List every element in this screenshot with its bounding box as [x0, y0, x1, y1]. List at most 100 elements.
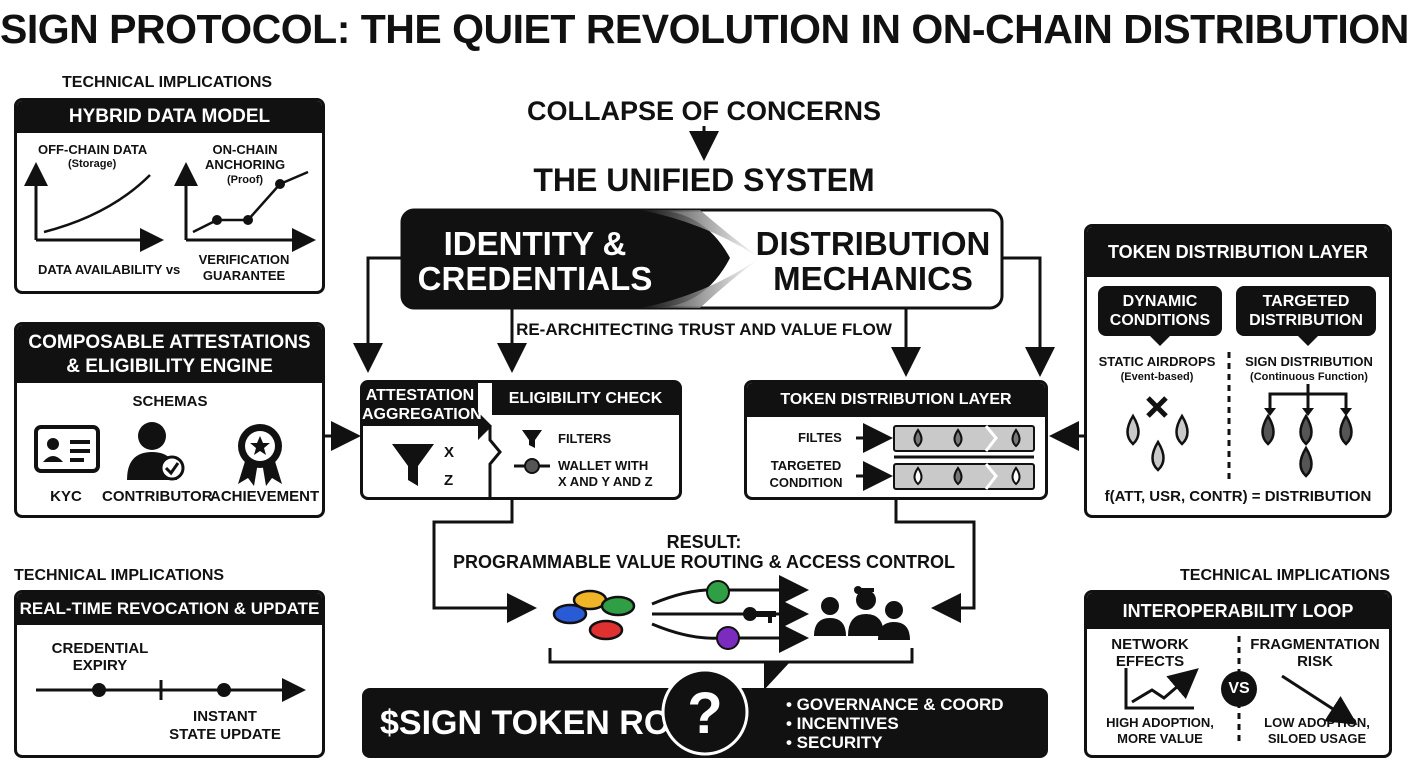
token-role-bullet-3: • SECURITY	[786, 733, 883, 752]
offchain-curve	[43, 174, 151, 234]
dynamic-conditions-label: DYNAMIC CONDITIONS	[1098, 292, 1222, 330]
targeted-label-1: TARGETED	[770, 458, 842, 473]
token-role-bullet-2: • INCENTIVES	[786, 714, 899, 733]
distribution-line-1: DISTRIBUTION	[755, 225, 991, 262]
panel-title: INTEROPERABILITY LOOP	[1087, 593, 1389, 629]
network-effects-label-2: EFFECTS	[1115, 653, 1185, 670]
identity-line-2: CREDENTIALS	[417, 260, 653, 297]
guarantee-label: GUARANTEE	[202, 268, 286, 283]
targeted-distribution-label: TARGETED DISTRIBUTION	[1236, 292, 1376, 330]
key-icon	[743, 607, 776, 623]
rearchitecting-label: RE-ARCHITECTING TRUST AND VALUE FLOW	[516, 320, 892, 339]
identity-distribution-merge	[400, 208, 1004, 310]
credential-expiry-label-2: EXPIRY	[72, 657, 128, 674]
sign-distribution-label: SIGN DISTRIBUTION	[1245, 354, 1373, 369]
static-airdrops-label: STATIC AIRDROPS	[1098, 354, 1216, 369]
distribution-formula: f(ATT, USR, CONTR) = DISTRIBUTION	[1104, 488, 1372, 505]
token-distribution-panel: TOKEN DISTRIBUTION LAYER	[1084, 224, 1392, 518]
result-sub-label: PROGRAMMABLE VALUE ROUTING & ACCESS CONT…	[453, 552, 955, 572]
question-icon: ?	[687, 681, 723, 746]
page-title: SIGN PROTOCOL: THE QUIET REVOLUTION IN O…	[0, 6, 1408, 52]
dynamic-conditions-tag	[1098, 286, 1222, 336]
identity-credentials-label: IDENTITY & CREDENTIALS	[412, 226, 658, 296]
wallet-dot-icon	[514, 458, 550, 474]
section-label-technical-implications-3: TECHNICAL IMPLICATIONS	[1180, 567, 1391, 584]
dynamic-line-2: CONDITIONS	[1109, 312, 1211, 329]
badge-icon	[238, 424, 282, 486]
onchain-sub: (Proof)	[226, 174, 264, 186]
data-availability-label: DATA AVAILABILITY vs	[38, 262, 181, 277]
credential-expiry-label: CREDENTIAL	[51, 640, 149, 657]
instant-update-label: INSTANT	[193, 708, 257, 725]
hybrid-data-model-panel: HYBRID DATA MODEL	[14, 98, 325, 294]
schema-item-contributor: CONTRIBUTOR	[102, 488, 213, 505]
verification-label: VERIFICATION	[198, 252, 290, 267]
schemas-label: SCHEMAS	[132, 393, 208, 410]
high-adoption-label-1: HIGH ADOPTION,	[1106, 715, 1214, 730]
composable-attestations-panel: COMPOSABLE ATTESTATIONS & ELIGIBILITY EN…	[14, 322, 325, 518]
section-label-technical-implications-2: TECHNICAL IMPLICATIONS	[14, 567, 225, 584]
vs-badge: VS	[1228, 680, 1250, 697]
attestation-line-2: AGGREGATION	[362, 406, 482, 423]
group-users-icon	[814, 586, 910, 640]
low-adoption-label-2: SILOED USAGE	[1267, 731, 1367, 746]
filters-label: FILTERS	[558, 431, 612, 446]
targeted-dist-line-2: DISTRIBUTION	[1249, 312, 1363, 329]
wallet-label-1: WALLET WITH	[558, 458, 649, 473]
sign-branch-arrows	[1268, 384, 1348, 410]
att-x-label: X	[444, 444, 455, 461]
network-effects-label-1: NETWORK	[1111, 636, 1189, 653]
static-drops-icon	[1126, 413, 1189, 472]
onchain-label-2: ANCHORING	[205, 157, 286, 172]
droplet-icons	[913, 428, 1021, 486]
section-label-technical-implications: TECHNICAL IMPLICATIONS	[62, 74, 273, 91]
attestation-aggregation-label: ATTESTATION AGGREGATION	[362, 386, 482, 424]
attestation-line-1: ATTESTATION	[365, 387, 475, 404]
high-adoption-label-2: MORE VALUE	[1117, 731, 1203, 746]
targeted-label-2: CONDITION	[769, 475, 843, 490]
dynamic-line-1: DYNAMIC	[1122, 293, 1198, 310]
offchain-label: OFF-CHAIN DATA	[38, 142, 148, 157]
sign-drops-icon	[1261, 413, 1353, 478]
id-card-icon	[34, 425, 100, 473]
distribution-line-2: MECHANICS	[773, 260, 973, 297]
collapse-of-concerns-label: COLLAPSE OF CONCERNS	[526, 96, 882, 126]
x-icon	[1146, 396, 1168, 418]
unified-system-label: THE UNIFIED SYSTEM	[533, 162, 875, 198]
filtes-label: FILTES	[798, 430, 842, 445]
revocation-panel: REAL-TIME REVOCATION & UPDATE	[14, 590, 325, 758]
targeted-distribution-tag	[1236, 286, 1376, 336]
offchain-sub: (Storage)	[68, 158, 117, 170]
panel-title-line-1: COMPOSABLE ATTESTATIONS	[28, 332, 311, 353]
fragmentation-label-2: RISK	[1297, 653, 1333, 670]
targeted-dist-line-1: TARGETED	[1262, 293, 1350, 310]
identity-line-1: IDENTITY &	[443, 225, 627, 262]
panel-title: REAL-TIME REVOCATION & UPDATE	[17, 593, 322, 625]
result-label: RESULT:	[666, 532, 742, 552]
token-role-bullet-1: • GOVERNANCE & COORD	[786, 695, 1004, 714]
panel-title: HYBRID DATA MODEL	[17, 101, 322, 133]
person-check-icon	[127, 422, 185, 481]
static-airdrops-sub: (Event-based)	[1120, 371, 1194, 383]
panel-title: TOKEN DISTRIBUTION LAYER	[1087, 227, 1389, 277]
schema-item-achievement: ACHIEVEMENT	[210, 488, 320, 505]
sign-distribution-sub: (Continuous Function)	[1250, 371, 1368, 383]
sign-token-role-label: $SIGN TOKEN ROLE	[380, 704, 714, 742]
wallet-label-2: X AND Y AND Z	[558, 474, 653, 489]
panel-title: COMPOSABLE ATTESTATIONS & ELIGIBILITY EN…	[17, 325, 322, 383]
att-z-label: Z	[444, 472, 454, 489]
schema-item-kyc: KYC	[50, 488, 82, 505]
fragmentation-label-1: FRAGMENTATION	[1250, 636, 1380, 653]
funnel-icon	[392, 444, 434, 486]
tdl-title: TOKEN DISTRIBUTION LAYER	[747, 383, 1045, 417]
